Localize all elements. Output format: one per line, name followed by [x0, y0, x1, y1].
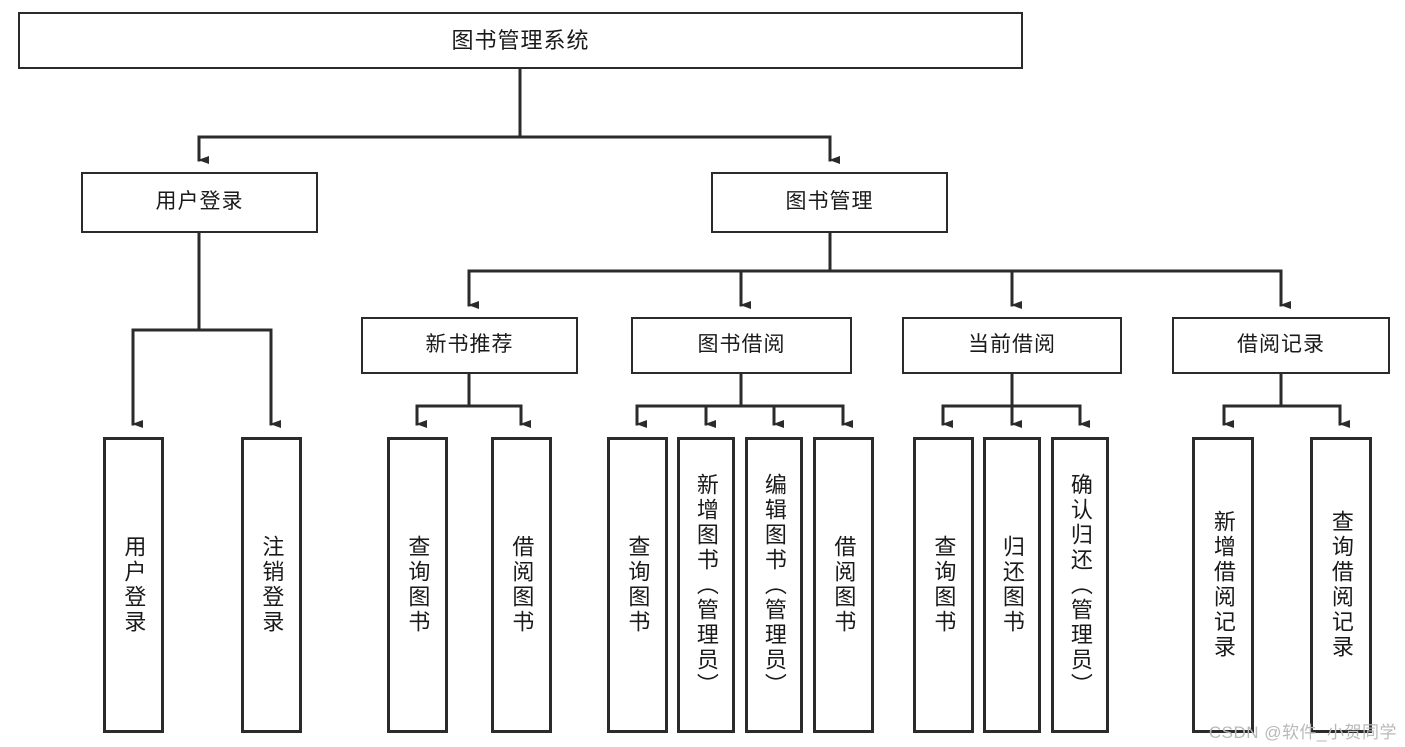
node-label: 查询图书 — [405, 535, 431, 635]
node-borrow-record[interactable]: 借阅记录 — [1172, 317, 1390, 374]
node-label: 查询图书 — [625, 535, 651, 635]
node-label: 查询图书 — [931, 535, 957, 635]
node-book-management[interactable]: 图书管理 — [711, 172, 948, 233]
node-label: 归还图书 — [999, 535, 1025, 635]
leaf-book-borrow-borrow-book[interactable]: 借阅图书 — [813, 437, 874, 733]
node-label: 编辑图书（管理员） — [761, 472, 787, 698]
node-label: 新书推荐 — [425, 333, 514, 357]
node-label: 借阅记录 — [1237, 333, 1325, 357]
leaf-new-book-borrow-book[interactable]: 借阅图书 — [491, 437, 552, 733]
node-root-book-management-system[interactable]: 图书管理系统 — [18, 12, 1023, 69]
leaf-borrow-record-add-record[interactable]: 新增借阅记录 — [1192, 437, 1254, 733]
leaf-new-book-query-book[interactable]: 查询图书 — [387, 437, 448, 733]
leaf-current-borrow-confirm-return-admin[interactable]: 确认归还（管理员） — [1051, 437, 1109, 733]
leaf-user-login-logout[interactable]: 注销登录 — [241, 437, 302, 733]
node-label: 注销登录 — [259, 535, 285, 635]
node-label: 图书管理系统 — [451, 27, 590, 53]
node-label: 图书借阅 — [697, 333, 786, 357]
node-label: 当前借阅 — [968, 333, 1056, 357]
node-current-borrow[interactable]: 当前借阅 — [902, 317, 1122, 374]
node-label: 用户登录 — [121, 535, 147, 635]
node-book-borrow[interactable]: 图书借阅 — [631, 317, 852, 374]
node-label: 借阅图书 — [509, 535, 535, 635]
leaf-current-borrow-return-book[interactable]: 归还图书 — [983, 437, 1041, 733]
node-label: 用户登录 — [155, 190, 244, 214]
node-label: 新增借阅记录 — [1210, 510, 1236, 660]
node-label: 查询借阅记录 — [1328, 510, 1354, 660]
node-user-login[interactable]: 用户登录 — [81, 172, 318, 233]
leaf-user-login-login[interactable]: 用户登录 — [103, 437, 164, 733]
node-new-book-recommend[interactable]: 新书推荐 — [361, 317, 578, 374]
node-label: 借阅图书 — [831, 535, 857, 635]
leaf-book-borrow-edit-book-admin[interactable]: 编辑图书（管理员） — [745, 437, 803, 733]
leaf-book-borrow-query-book[interactable]: 查询图书 — [607, 437, 668, 733]
node-label: 图书管理 — [785, 190, 874, 214]
leaf-book-borrow-add-book-admin[interactable]: 新增图书（管理员） — [677, 437, 735, 733]
node-label: 确认归还（管理员） — [1067, 472, 1093, 698]
leaf-borrow-record-query-record[interactable]: 查询借阅记录 — [1310, 437, 1372, 733]
node-label: 新增图书（管理员） — [693, 472, 719, 698]
leaf-current-borrow-query-book[interactable]: 查询图书 — [913, 437, 974, 733]
